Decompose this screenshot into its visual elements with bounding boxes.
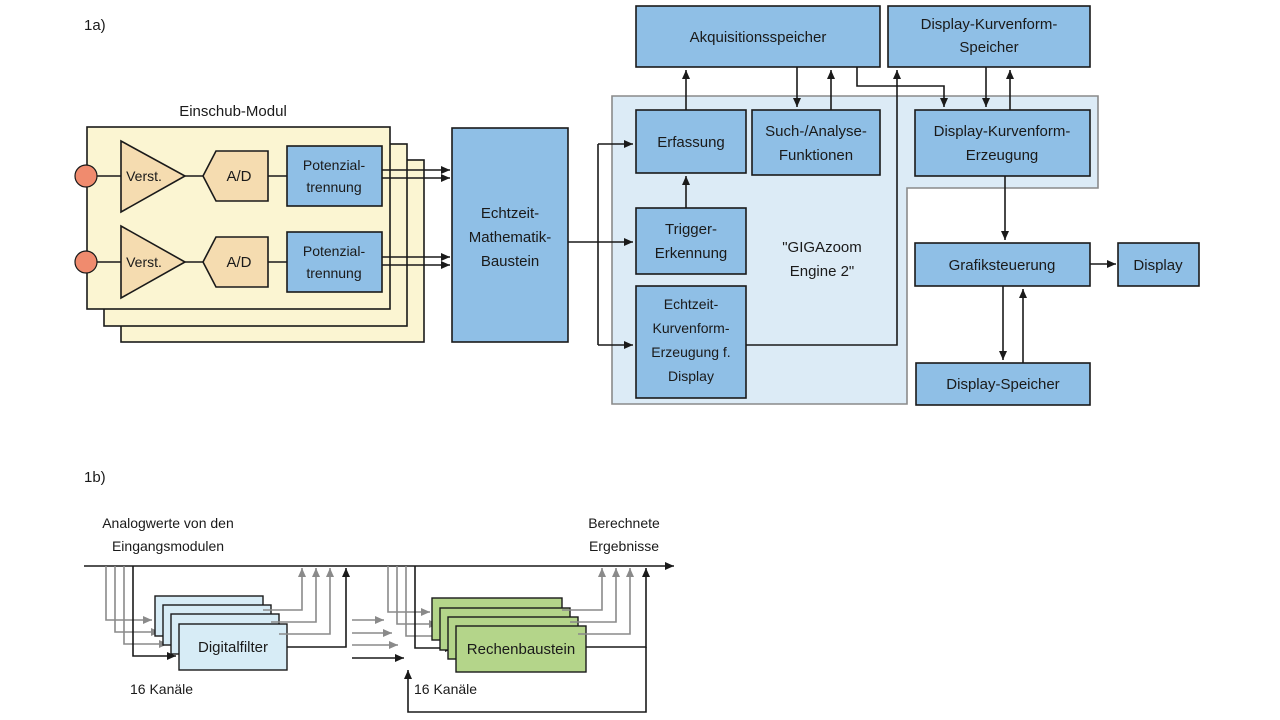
compute-label: Rechenbaustein (467, 641, 575, 658)
display-waveform-generation-line2: Erzeugung (966, 147, 1039, 164)
display-waveform-memory (887, 5, 1091, 68)
input-connector-1 (74, 164, 98, 188)
display-label: Display (1133, 257, 1183, 274)
rt-waveform-line4: Display (668, 368, 714, 384)
isolation-1-line2: trennung (306, 179, 361, 195)
digital-filter-block (178, 623, 288, 671)
display-waveform-generation (914, 109, 1091, 177)
capture-block (635, 109, 747, 174)
compute-block (455, 625, 587, 673)
isolation-1-line1: Potenzial- (303, 157, 366, 173)
display-waveform-generation-line1: Display-Kurvenform- (934, 123, 1071, 140)
graphics-controller-label: Grafiksteuerung (949, 257, 1056, 274)
channels-label-2: 16 Kanäle (414, 681, 477, 697)
display-waveform-memory-line1: Display-Kurvenform- (921, 16, 1058, 33)
amplifier-2 (120, 224, 187, 300)
isolation-block-1 (286, 145, 383, 207)
fig-a-label: 1a) (84, 17, 106, 34)
amplifier-1-label: Verst. (126, 168, 162, 184)
amplifier-1 (120, 139, 187, 214)
display-block (1117, 242, 1200, 287)
engine-label-line1: "GIGAzoom (782, 239, 862, 256)
output-label-line2: Ergebnisse (589, 538, 659, 554)
trigger-line2: Erkennung (655, 245, 728, 262)
display-memory (915, 362, 1091, 406)
amplifier-2-label: Verst. (126, 254, 162, 270)
acquisition-memory (635, 5, 881, 68)
rt-waveform-line3: Erzeugung f. (651, 344, 730, 360)
trigger-line1: Trigger- (665, 221, 717, 238)
display-memory-label: Display-Speicher (946, 376, 1059, 393)
ad-converter-1-label: A/D (226, 168, 251, 185)
isolation-2-line2: trennung (306, 265, 361, 281)
input-label-line2: Eingangsmodulen (112, 538, 224, 554)
realtime-math-block (451, 127, 569, 343)
math-line3: Baustein (481, 253, 539, 270)
input-connector-2 (74, 250, 98, 274)
math-line2: Mathematik- (469, 229, 552, 246)
search-analysis-line1: Such-/Analyse- (765, 123, 867, 140)
realtime-waveform-generation (635, 285, 747, 399)
output-label-line1: Berechnete (588, 515, 660, 531)
trigger-detection-block (635, 207, 747, 275)
math-line1: Echtzeit- (481, 205, 539, 222)
input-label-line1: Analogwerte von den (102, 515, 234, 531)
digital-filter-label: Digitalfilter (198, 639, 268, 656)
capture-label: Erfassung (657, 134, 725, 151)
rt-waveform-line1: Echtzeit- (664, 296, 719, 312)
rt-waveform-line2: Kurvenform- (652, 320, 729, 336)
fig-b-label: 1b) (84, 469, 106, 486)
search-analysis-line2: Funktionen (779, 147, 853, 164)
display-waveform-memory-line2: Speicher (959, 39, 1018, 56)
ad-converter-2-label: A/D (226, 254, 251, 271)
isolation-block-2 (286, 231, 383, 293)
module-title: Einschub-Modul (179, 103, 287, 120)
engine-label-line2: Engine 2" (790, 263, 855, 280)
search-analysis-block (751, 109, 881, 176)
isolation-2-line1: Potenzial- (303, 243, 366, 259)
channels-label-1: 16 Kanäle (130, 681, 193, 697)
acquisition-memory-label: Akquisitionsspeicher (690, 29, 827, 46)
